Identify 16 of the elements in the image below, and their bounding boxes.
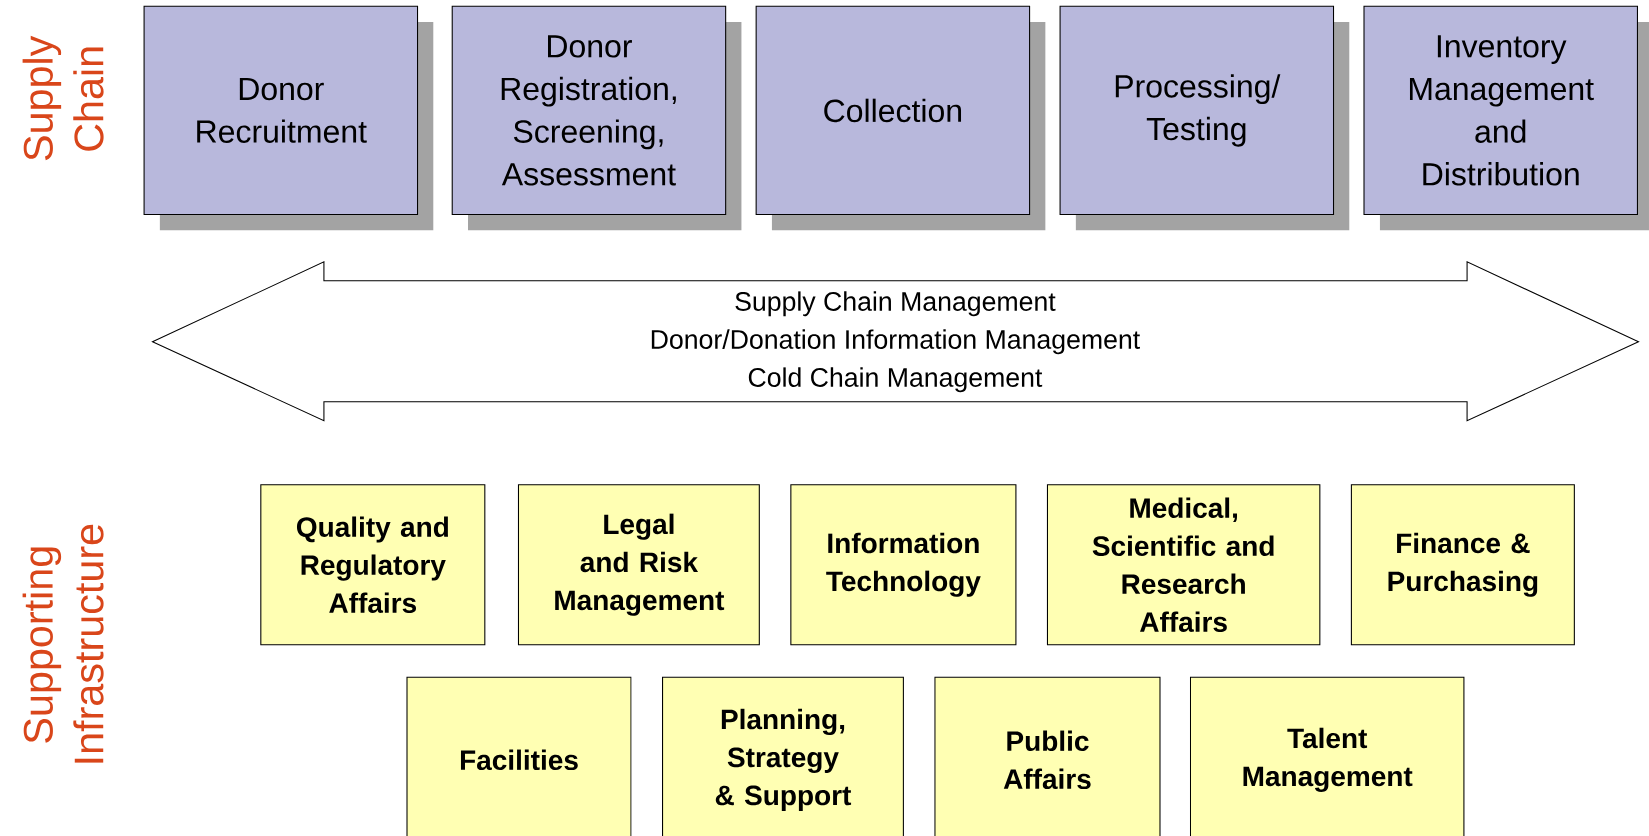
process-box: Donor Recruitment [143,5,434,231]
function-box: Finance & Purchasing [1350,484,1575,646]
process-box: Donor Registration, Screening, Assessment [451,5,742,231]
function-box: Planning, Strategy & Support [662,676,904,836]
process-box: Inventory Management and Distribution [1363,5,1649,231]
function-box: Quality and Regulatory Affairs [260,484,486,646]
function-box: Public Affairs [934,676,1161,836]
side-label: Supporting Infrastructure [22,524,104,763]
function-box: Legal and Risk Management [517,484,760,646]
function-box: Talent Management [1189,676,1465,836]
function-box: Facilities [406,676,632,836]
process-box: Collection [755,5,1046,231]
side-label: Supply Chain [22,35,104,161]
function-box: Information Technology [790,484,1017,646]
process-box: Processing/ Testing [1059,5,1350,231]
function-box: Medical, Scientific and Research Affairs [1046,484,1321,646]
